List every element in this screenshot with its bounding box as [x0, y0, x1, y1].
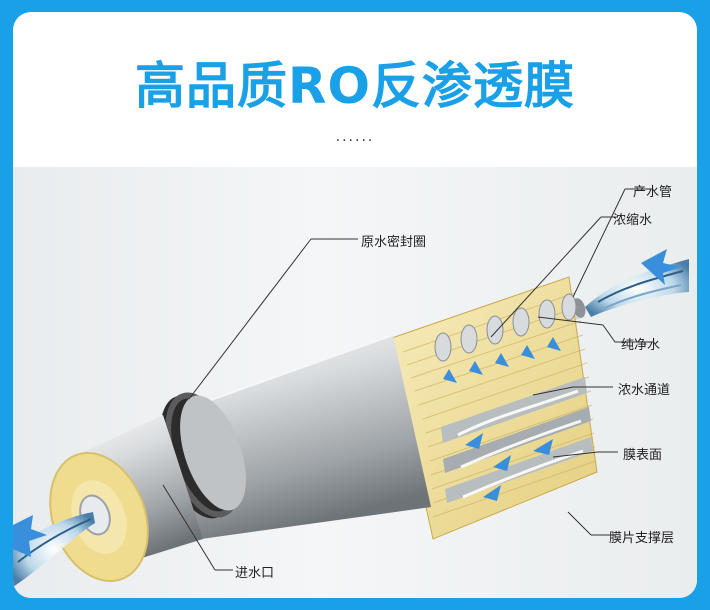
end-cap	[49, 415, 203, 582]
outlet-flow-arrow	[641, 249, 681, 285]
inlet-flow-arrow	[13, 515, 47, 557]
page-title: 高品质RO反渗透膜	[134, 57, 575, 115]
permeate-spacers	[434, 293, 577, 362]
label-water-inlet: 进水口	[235, 566, 275, 581]
label-raw-water-seal: 原水密封圈	[361, 235, 427, 250]
membrane-diagram	[13, 188, 689, 587]
water-flow-lines	[457, 389, 584, 499]
label-concentrate: 浓缩水	[613, 213, 653, 228]
card: 高品质RO反渗透膜 ······	[13, 12, 697, 598]
label-membrane-surface: 膜表面	[623, 448, 663, 463]
label-membrane-support-layer: 膜片支撑层	[609, 531, 675, 546]
title-separator: ······	[335, 133, 375, 149]
leader-lines	[162, 188, 653, 571]
inlet-water-splash	[13, 512, 95, 587]
label-pure-water: 纯净水	[621, 338, 661, 353]
pure-water-arrows	[443, 337, 561, 501]
label-concentrate-channel: 浓水通道	[618, 383, 671, 398]
label-product-water-tube: 产水管	[633, 185, 673, 200]
membrane-leaves	[388, 276, 598, 540]
membrane-illustration: 产水管 浓缩水 原水密封圈 纯净水 浓水通道 膜表面 膜片支撑层 进水口	[13, 167, 697, 598]
